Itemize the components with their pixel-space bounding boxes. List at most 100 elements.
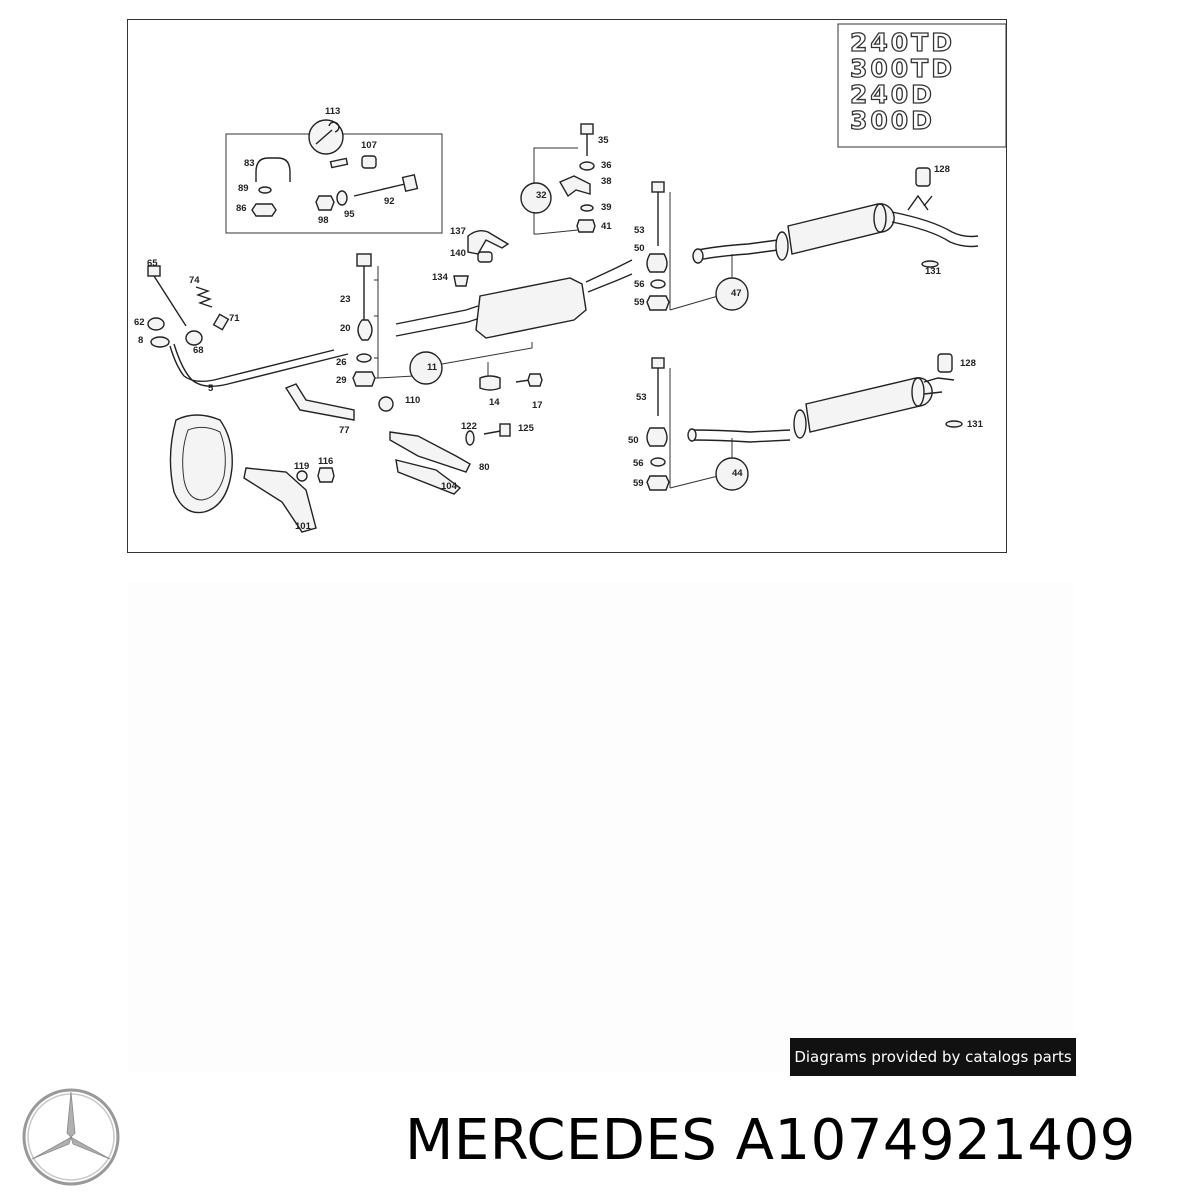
model-badge-box: 240TD 300TD 240D 300D — [837, 23, 1007, 148]
part-callout-62: 62 — [134, 317, 145, 328]
part-title: MERCEDES A1074921409 — [405, 1108, 1136, 1174]
bolt — [353, 183, 406, 197]
mounting-kit-inset — [225, 119, 443, 234]
exhaust-parts-diagram: 240TD 300TD 240D 300D — [127, 19, 1007, 553]
spring — [195, 286, 213, 308]
clamp-nut — [185, 330, 203, 346]
part-callout-113: 113 — [325, 106, 340, 117]
part-callout-56: 56 — [633, 458, 644, 469]
part-callout-128: 128 — [934, 164, 950, 175]
part-callout-59: 59 — [634, 297, 645, 308]
part-number: A1074921409 — [735, 1108, 1136, 1173]
front-pipe-section — [147, 265, 349, 387]
part-callout-128: 128 — [960, 358, 976, 369]
clamp — [479, 375, 501, 391]
part-callout-50: 50 — [634, 243, 645, 254]
part-callout-53: 53 — [636, 392, 647, 403]
part-callout-101: 101 — [295, 521, 312, 532]
part-callout-86: 86 — [236, 203, 247, 214]
diagram-drawing: 240TD 300TD 240D 300D — [134, 23, 1007, 533]
u-bolt — [255, 157, 291, 182]
rubber-mount — [453, 275, 469, 287]
part-callout-140: 140 — [450, 248, 466, 259]
part-callout-38: 38 — [601, 176, 612, 187]
model-label: 240TD — [850, 28, 955, 57]
part-callout-53: 53 — [634, 225, 645, 236]
part-callout-98: 98 — [318, 215, 329, 226]
bolt — [212, 313, 230, 331]
part-callout-74: 74 — [189, 275, 200, 286]
bolt-head — [356, 253, 372, 267]
callout-labels: 1131078389869895923536323839411371401346… — [134, 106, 984, 532]
rubber-hanger — [915, 167, 931, 187]
part-callout-14: 14 — [489, 397, 500, 408]
part-callout-47: 47 — [731, 288, 742, 299]
bracket-stack-32 — [520, 123, 596, 235]
model-label: 300TD — [850, 54, 955, 83]
bolt-head — [401, 173, 419, 193]
part-callout-95: 95 — [344, 209, 355, 220]
part-callout-119: 119 — [294, 461, 309, 472]
center-muffler-section — [352, 229, 633, 391]
part-callout-110: 110 — [405, 395, 420, 406]
part-callout-50: 50 — [628, 435, 639, 446]
gasket — [147, 317, 165, 331]
part-callout-137: 137 — [450, 226, 466, 237]
part-callout-65: 65 — [147, 258, 158, 269]
hanger-bracket — [467, 229, 510, 255]
part-callout-29: 29 — [336, 375, 347, 386]
bolt-head — [147, 265, 161, 277]
tailpipe-inlet — [697, 239, 779, 261]
part-callout-11: 11 — [427, 362, 438, 373]
part-callout-59: 59 — [633, 478, 644, 489]
bolt-head — [651, 181, 665, 193]
wrench-icon — [308, 119, 344, 155]
bolt-head — [651, 357, 665, 369]
part-callout-77: 77 — [339, 425, 350, 436]
part-callout-26: 26 — [336, 357, 347, 368]
part-callout-39: 39 — [601, 202, 612, 213]
part-callout-131: 131 — [967, 419, 984, 430]
part-callout-92: 92 — [384, 196, 395, 207]
part-callout-68: 68 — [193, 345, 204, 356]
exhaust-pipe — [169, 343, 349, 387]
part-callout-125: 125 — [518, 423, 535, 434]
heat-shield-bracket — [243, 467, 317, 533]
part-callout-116: 116 — [318, 456, 333, 467]
part-callout-56: 56 — [634, 279, 645, 290]
flange — [150, 336, 170, 348]
bolt-head — [580, 123, 594, 135]
part-callout-17: 17 — [532, 400, 543, 411]
part-callout-71: 71 — [229, 313, 240, 324]
rubber-hanger — [937, 353, 953, 373]
model-label: 240D — [850, 80, 935, 109]
washer — [258, 186, 272, 194]
part-callout-131: 131 — [925, 266, 942, 277]
part-callout-41: 41 — [601, 221, 612, 232]
part-callout-107: 107 — [361, 140, 377, 151]
diagram-source-caption: Diagrams provided by catalogs parts — [790, 1038, 1076, 1076]
part-callout-89: 89 — [238, 183, 249, 194]
part-callout-8: 8 — [138, 335, 143, 346]
part-callout-32: 32 — [536, 190, 547, 201]
part-callout-122: 122 — [461, 421, 477, 432]
part-callout-83: 83 — [244, 158, 255, 169]
mercedes-star-logo-icon — [22, 1088, 120, 1186]
center-muffler — [475, 277, 587, 339]
rubber-bushing — [361, 155, 377, 169]
manifold-gasket — [169, 414, 335, 533]
intermediate-pipe — [395, 305, 481, 337]
rear-muffler-upper — [646, 167, 979, 311]
part-callout-5: 5 — [208, 383, 214, 394]
washer — [356, 353, 372, 363]
nut — [251, 203, 277, 217]
part-callout-134: 134 — [432, 272, 449, 283]
rear-muffler-lower — [646, 353, 963, 491]
part-callout-36: 36 — [601, 160, 612, 171]
tailpipe — [891, 211, 979, 248]
part-callout-23: 23 — [340, 294, 351, 305]
support-brackets — [284, 383, 511, 495]
brand-name: MERCEDES — [405, 1108, 718, 1173]
part-callout-44: 44 — [732, 468, 743, 479]
part-callout-104: 104 — [441, 481, 458, 492]
